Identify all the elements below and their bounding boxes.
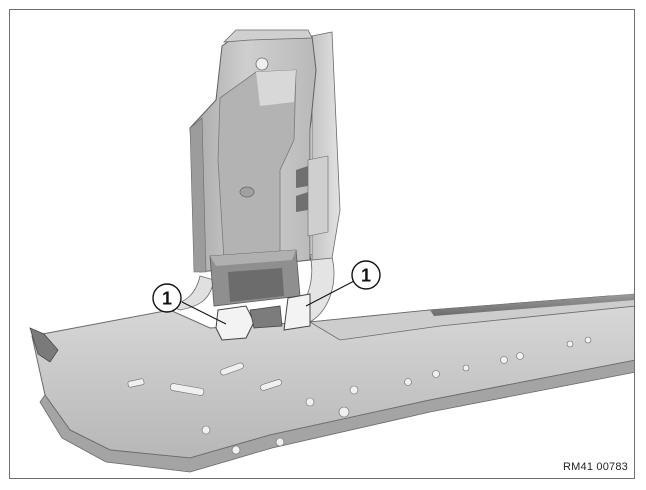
cutout-left xyxy=(215,305,255,341)
pillar-top-cap xyxy=(222,29,313,43)
floor-hole-4 xyxy=(275,437,285,447)
callout-left: 1 xyxy=(152,283,182,313)
pillar-base-box-top xyxy=(210,250,296,266)
floor-hole-1 xyxy=(305,397,315,407)
callout-leader-right xyxy=(305,279,357,307)
left-bracket xyxy=(29,327,59,363)
stud-upper xyxy=(296,166,308,188)
floor-slot-3 xyxy=(220,362,244,376)
stud-lower xyxy=(296,192,308,212)
reference-code: RM41 00783 xyxy=(563,461,628,473)
pillar-left-flange xyxy=(189,117,207,273)
floor-slot-1 xyxy=(127,378,145,388)
floor-hole-6 xyxy=(349,385,359,395)
floor-hole-3 xyxy=(201,425,211,435)
cutout-right xyxy=(283,293,311,331)
pillar-hole-middle xyxy=(239,186,255,198)
pillar-inner-highlight xyxy=(256,70,296,106)
callout-leader-left xyxy=(181,301,227,325)
rocker-hole-3 xyxy=(462,364,470,372)
rocker-dark-lip xyxy=(430,294,634,316)
floor-hole-2 xyxy=(338,406,350,418)
rocker-hole-5 xyxy=(516,352,524,360)
rocker-hole-2 xyxy=(432,370,440,378)
rocker-hole-4 xyxy=(500,356,508,364)
floor-slot-2 xyxy=(169,383,205,396)
rocker-hole-1 xyxy=(404,378,412,386)
floor-hole-5 xyxy=(231,445,241,455)
callout-left-number: 1 xyxy=(162,289,172,309)
body-panel-illustration: 1 1 xyxy=(29,29,634,473)
stud-plate xyxy=(307,155,329,237)
floor-underside xyxy=(39,359,634,473)
cutout-left-detail xyxy=(249,305,283,329)
illustration-frame: 1 1 RM41 00783 xyxy=(9,9,635,479)
pillar-inner-channel xyxy=(217,69,297,261)
callout-right-number: 1 xyxy=(361,266,371,286)
callout-right: 1 xyxy=(351,260,381,290)
pillar-hole-top xyxy=(255,57,269,71)
pillar-base-box-inner xyxy=(228,268,284,302)
rocker-hole-7 xyxy=(584,336,592,344)
rocker-hole-6 xyxy=(566,340,574,348)
floor-slot-4 xyxy=(260,379,282,391)
